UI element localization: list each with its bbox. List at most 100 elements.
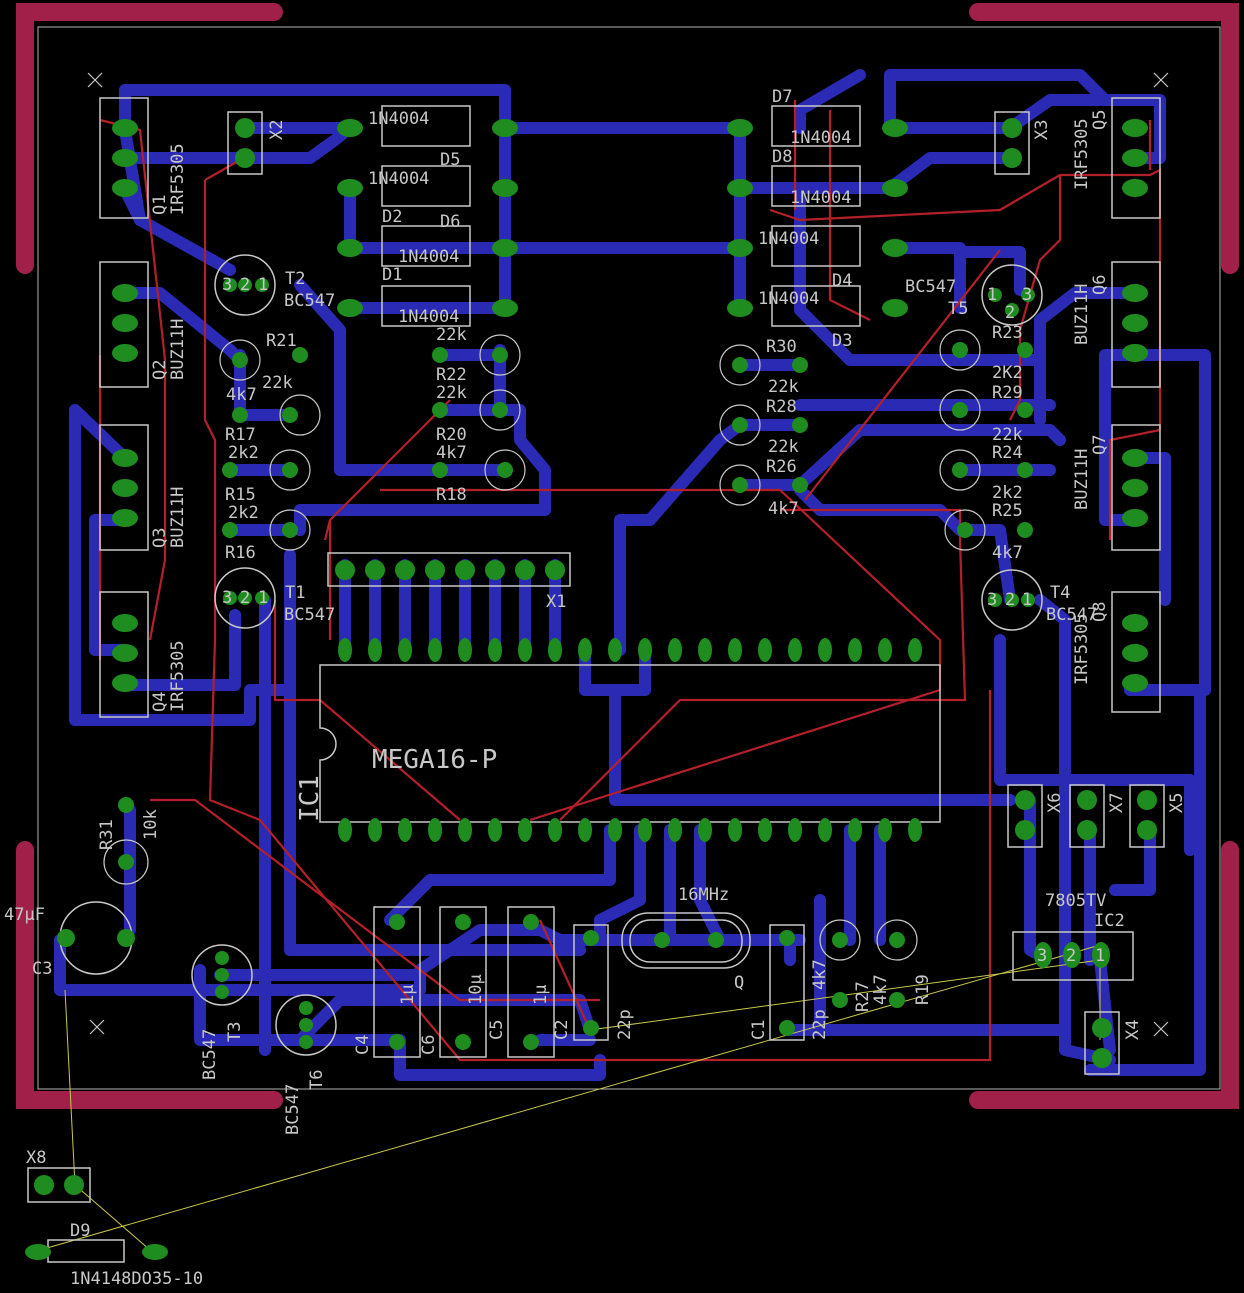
ic1-pad[interactable] bbox=[848, 818, 862, 842]
label-t4-value: BC547 bbox=[1046, 605, 1097, 625]
label-c1-value: 22p bbox=[810, 1009, 830, 1040]
label-pin-t1-1: 1 bbox=[258, 588, 268, 608]
label-d9: D9 bbox=[70, 1221, 90, 1241]
label-r28: R28 bbox=[766, 397, 797, 417]
ic1-pad[interactable] bbox=[878, 638, 892, 662]
ic1-pad[interactable] bbox=[488, 818, 502, 842]
label-x7: X7 bbox=[1107, 793, 1127, 813]
ic1-pad[interactable] bbox=[608, 818, 622, 842]
ic1-pad[interactable] bbox=[608, 638, 622, 662]
label-c6: C6 bbox=[419, 1035, 439, 1055]
ic1-pad[interactable] bbox=[398, 818, 412, 842]
label-crystal: Q bbox=[734, 973, 744, 993]
label-q2: Q2 bbox=[150, 360, 170, 380]
label-d8: D8 bbox=[772, 147, 792, 167]
ic1-pad[interactable] bbox=[908, 638, 922, 662]
resistor-rings bbox=[103, 329, 986, 961]
label-q7: Q7 bbox=[1090, 435, 1110, 455]
label-q3-value: BUZ11H bbox=[168, 487, 188, 548]
ic1-pad[interactable] bbox=[368, 818, 382, 842]
label-t5-value: BC547 bbox=[905, 277, 956, 297]
label-q7-value: BUZ11H bbox=[1072, 449, 1092, 510]
ic1-pad[interactable] bbox=[728, 818, 742, 842]
ic1-pad[interactable] bbox=[338, 818, 352, 842]
ic1-pad[interactable] bbox=[818, 818, 832, 842]
ic1-pad[interactable] bbox=[698, 818, 712, 842]
ic1-pad[interactable] bbox=[638, 818, 652, 842]
ic1-pad[interactable] bbox=[668, 638, 682, 662]
ic1-pad[interactable] bbox=[338, 638, 352, 662]
label-d6: D6 bbox=[440, 212, 460, 232]
label-q4: Q4 bbox=[150, 692, 170, 712]
label-q6: Q6 bbox=[1090, 275, 1110, 295]
ic1-pad[interactable] bbox=[578, 638, 592, 662]
label-r27-value: 4k7 bbox=[810, 959, 830, 990]
label-x4: X4 bbox=[1123, 1020, 1143, 1040]
ic1-pad[interactable] bbox=[878, 818, 892, 842]
label-pin-t1-2: 2 bbox=[240, 588, 250, 608]
ic1-pad[interactable] bbox=[458, 818, 472, 842]
label-r24-value: 2k2 bbox=[992, 483, 1023, 503]
label-r26: R26 bbox=[766, 457, 797, 477]
label-c5-value: 1µ bbox=[531, 985, 551, 1005]
ic1-pad[interactable] bbox=[518, 638, 532, 662]
pads[interactable] bbox=[25, 118, 1157, 1260]
label-r30: R30 bbox=[766, 337, 797, 357]
label-ic2-value: 7805TV bbox=[1045, 891, 1106, 911]
label-pin-t5-1: 1 bbox=[987, 285, 997, 305]
label-r19: R19 bbox=[913, 974, 933, 1005]
label-r27: R27 bbox=[853, 981, 873, 1012]
label-d2-value: 1N4004 bbox=[368, 169, 429, 189]
label-q8-value: IRF5305 bbox=[1072, 613, 1092, 685]
label-d7: D7 bbox=[772, 87, 792, 107]
ic1-pad[interactable] bbox=[758, 818, 772, 842]
label-r31: R31 bbox=[97, 819, 117, 850]
label-d6-value: 1N4004 bbox=[398, 247, 459, 267]
label-x5: X5 bbox=[1167, 793, 1187, 813]
ic1-pad[interactable] bbox=[578, 818, 592, 842]
silkscreen bbox=[27, 97, 1165, 1263]
label-d2: D2 bbox=[382, 207, 402, 227]
ic1-pad[interactable] bbox=[458, 638, 472, 662]
ic1-pad[interactable] bbox=[488, 638, 502, 662]
ic1-pad[interactable] bbox=[428, 638, 442, 662]
ic1-pad[interactable] bbox=[908, 818, 922, 842]
label-c4-value: 1µ bbox=[398, 985, 418, 1005]
board-outline bbox=[37, 26, 1221, 1090]
ic1-pad[interactable] bbox=[818, 638, 832, 662]
label-r17-value: 2k2 bbox=[228, 443, 259, 463]
label-c5: C5 bbox=[487, 1020, 507, 1040]
ic1-pad[interactable] bbox=[668, 818, 682, 842]
label-r23-value: 2K2 bbox=[992, 363, 1023, 383]
label-q5: Q5 bbox=[1090, 110, 1110, 130]
label-ic1: IC1 bbox=[295, 775, 325, 822]
ic1-pad[interactable] bbox=[548, 638, 562, 662]
ic1-pad[interactable] bbox=[518, 818, 532, 842]
label-r19-value: 4k7 bbox=[871, 974, 891, 1005]
label-q8: Q8 bbox=[1090, 602, 1110, 622]
silkscreen-labels: Q1 IRF5305 Q2 BUZ11H Q3 BUZ11H Q4 IRF530… bbox=[4, 87, 1187, 1289]
label-t1-value: BC547 bbox=[284, 605, 335, 625]
label-d3-value: 1N4004 bbox=[758, 289, 819, 309]
label-r15: R15 bbox=[225, 485, 256, 505]
ic1-pad[interactable] bbox=[548, 818, 562, 842]
ic1-pad[interactable] bbox=[758, 638, 772, 662]
label-x3: X3 bbox=[1032, 120, 1052, 140]
label-t3: T3 bbox=[225, 1022, 245, 1042]
label-ic1-value: MEGA16-P bbox=[372, 745, 497, 775]
ic1-pad[interactable] bbox=[428, 818, 442, 842]
label-x6: X6 bbox=[1045, 793, 1065, 813]
label-pin-t4-3: 3 bbox=[987, 590, 997, 610]
ic1-pad[interactable] bbox=[398, 638, 412, 662]
label-r24: R24 bbox=[992, 443, 1023, 463]
ic1-pad[interactable] bbox=[848, 638, 862, 662]
ic1-pad[interactable] bbox=[698, 638, 712, 662]
ic1-pad[interactable] bbox=[788, 818, 802, 842]
ic1-pad[interactable] bbox=[638, 638, 652, 662]
ic1-pad[interactable] bbox=[788, 638, 802, 662]
label-r18-value: 4k7 bbox=[436, 443, 467, 463]
ic1-pad[interactable] bbox=[728, 638, 742, 662]
ic1-pad[interactable] bbox=[368, 638, 382, 662]
label-r17: R17 bbox=[225, 425, 256, 445]
